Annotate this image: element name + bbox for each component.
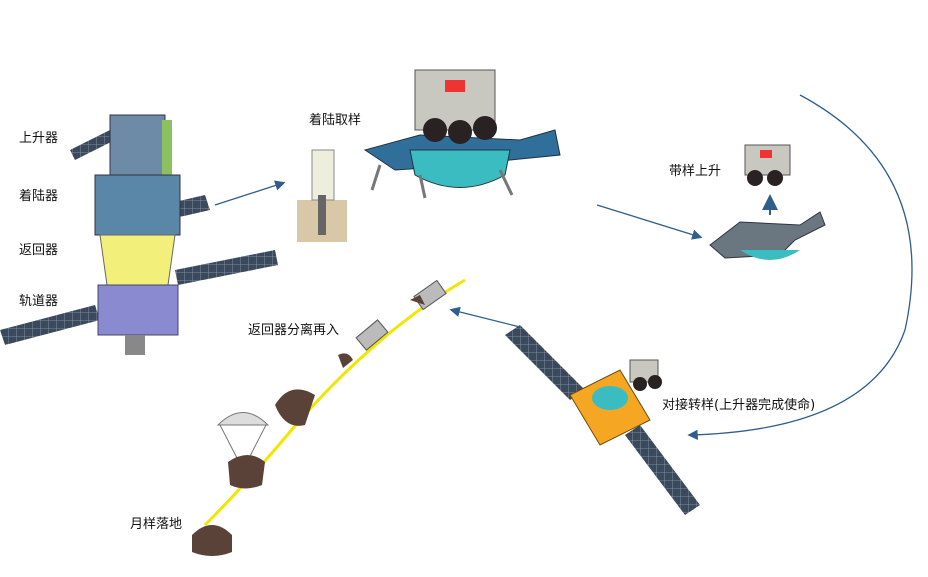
label-landing-sampling: 着陆取样	[309, 113, 362, 128]
label-ascender: 上升器	[19, 131, 59, 146]
arc-arrow-to-docking	[687, 94, 913, 440]
label-sample-landing: 月样落地	[130, 517, 183, 532]
label-docking-transfer: 对接转样(上升器完成使命)	[662, 398, 816, 413]
arrow-to-ascent	[596, 204, 703, 240]
arrow-to-reentry	[449, 306, 521, 328]
combined-spacecraft	[0, 114, 278, 355]
label-orbiter: 轨道器	[19, 294, 59, 309]
label-ascent-with-sample: 带样上升	[669, 164, 722, 179]
label-separation-reentry: 返回器分离再入	[248, 323, 340, 338]
arrow-to-landing	[214, 180, 286, 206]
lander	[363, 69, 561, 199]
ascender-lifting-off	[709, 144, 826, 260]
label-returner: 返回器	[19, 243, 59, 258]
label-lander: 着陆器	[19, 189, 59, 204]
sampling-device	[297, 149, 347, 242]
returner-capsules	[192, 279, 447, 556]
orbiter-docking	[505, 325, 700, 515]
